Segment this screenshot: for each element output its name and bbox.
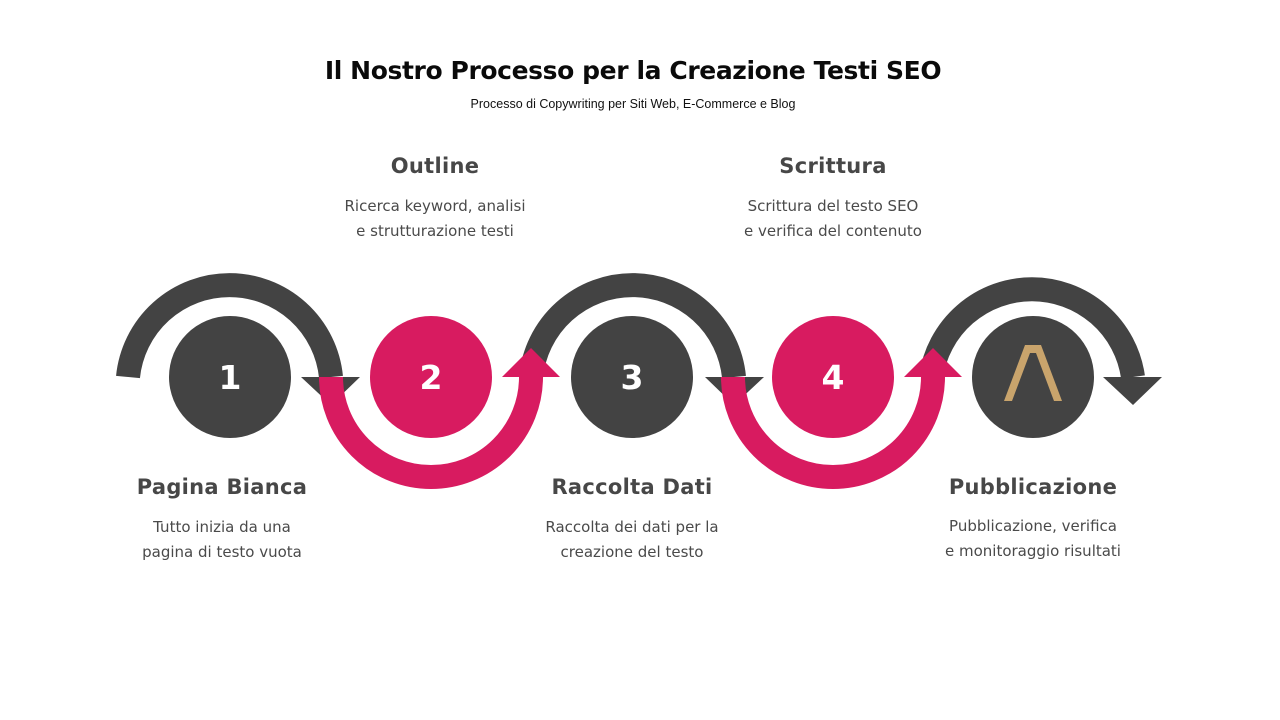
step-circle-1 bbox=[169, 316, 291, 438]
step-desc-2-line-2: e strutturazione testi bbox=[356, 222, 514, 240]
step-desc-1-line-2: pagina di testo vuota bbox=[142, 543, 302, 561]
step-desc-3: Raccolta dei dati per la creazione del t… bbox=[482, 515, 782, 565]
step-desc-1-line-1: Tutto inizia da una bbox=[153, 518, 291, 536]
step-desc-4: Scrittura del testo SEO e verifica del c… bbox=[683, 194, 983, 244]
step-title-5: Pubblicazione bbox=[948, 475, 1118, 499]
step-number-1: 1 bbox=[219, 358, 242, 397]
flow-arrowhead-4 bbox=[904, 348, 962, 377]
step-number-3: 3 bbox=[621, 358, 644, 397]
step-title-1: Pagina Bianca bbox=[136, 475, 308, 499]
step-desc-3-line-2: creazione del testo bbox=[560, 543, 704, 561]
page-subtitle: Processo di Copywriting per Siti Web, E-… bbox=[470, 97, 796, 111]
step-desc-5-line-1: Pubblicazione, verifica bbox=[949, 517, 1117, 535]
step-number-2: 2 bbox=[420, 358, 443, 397]
step-circle-4 bbox=[772, 316, 894, 438]
step-desc-2: Ricerca keyword, analisi e strutturazion… bbox=[285, 194, 585, 244]
step-desc-1: Tutto inizia da una pagina di testo vuot… bbox=[72, 515, 372, 565]
step-title-4: Scrittura bbox=[779, 154, 887, 178]
step-circle-5 bbox=[972, 316, 1094, 438]
flow-arc-1 bbox=[116, 273, 343, 379]
step-desc-5: Pubblicazione, verifica e monitoraggio r… bbox=[883, 514, 1183, 564]
step-circle-2 bbox=[370, 316, 492, 438]
step-desc-4-line-1: Scrittura del testo SEO bbox=[747, 197, 919, 215]
flow-arc-3 bbox=[519, 273, 746, 379]
step-desc-2-line-1: Ricerca keyword, analisi bbox=[344, 197, 526, 215]
flow-arrowhead-2 bbox=[502, 348, 560, 377]
step-desc-4-line-2: e verifica del contenuto bbox=[744, 222, 922, 240]
brand-logo-icon bbox=[1004, 345, 1062, 401]
flow-arc-5 bbox=[919, 277, 1145, 379]
step-number-4: 4 bbox=[822, 358, 845, 397]
step-desc-3-line-1: Raccolta dei dati per la bbox=[545, 518, 719, 536]
step-circle-3 bbox=[571, 316, 693, 438]
flow-arc-2 bbox=[319, 376, 543, 489]
step-title-3: Raccolta Dati bbox=[551, 475, 713, 499]
step-title-2: Outline bbox=[390, 154, 480, 178]
step-desc-5-line-2: e monitoraggio risultati bbox=[945, 542, 1121, 560]
page-title: Il Nostro Processo per la Creazione Test… bbox=[324, 56, 942, 85]
flow-arc-4 bbox=[721, 376, 945, 489]
flow-arrowhead-5 bbox=[1103, 377, 1162, 405]
